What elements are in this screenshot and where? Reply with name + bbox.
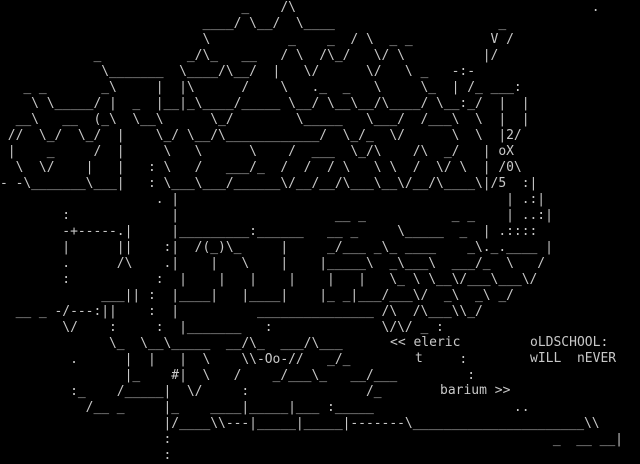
release-credit: barium >>: [440, 383, 511, 399]
artist-credit: << eleric: [390, 335, 461, 351]
slogan-line-1: oLDSCHOOL:: [530, 335, 609, 351]
slogan-line-2: wILL nEVER: [530, 351, 617, 367]
artist-handle-letter: t: [415, 351, 423, 367]
ascii-art-logo: _ /\ . ____/ \__/ \____ _ \ _ _ / \ _ _ …: [0, 0, 623, 463]
